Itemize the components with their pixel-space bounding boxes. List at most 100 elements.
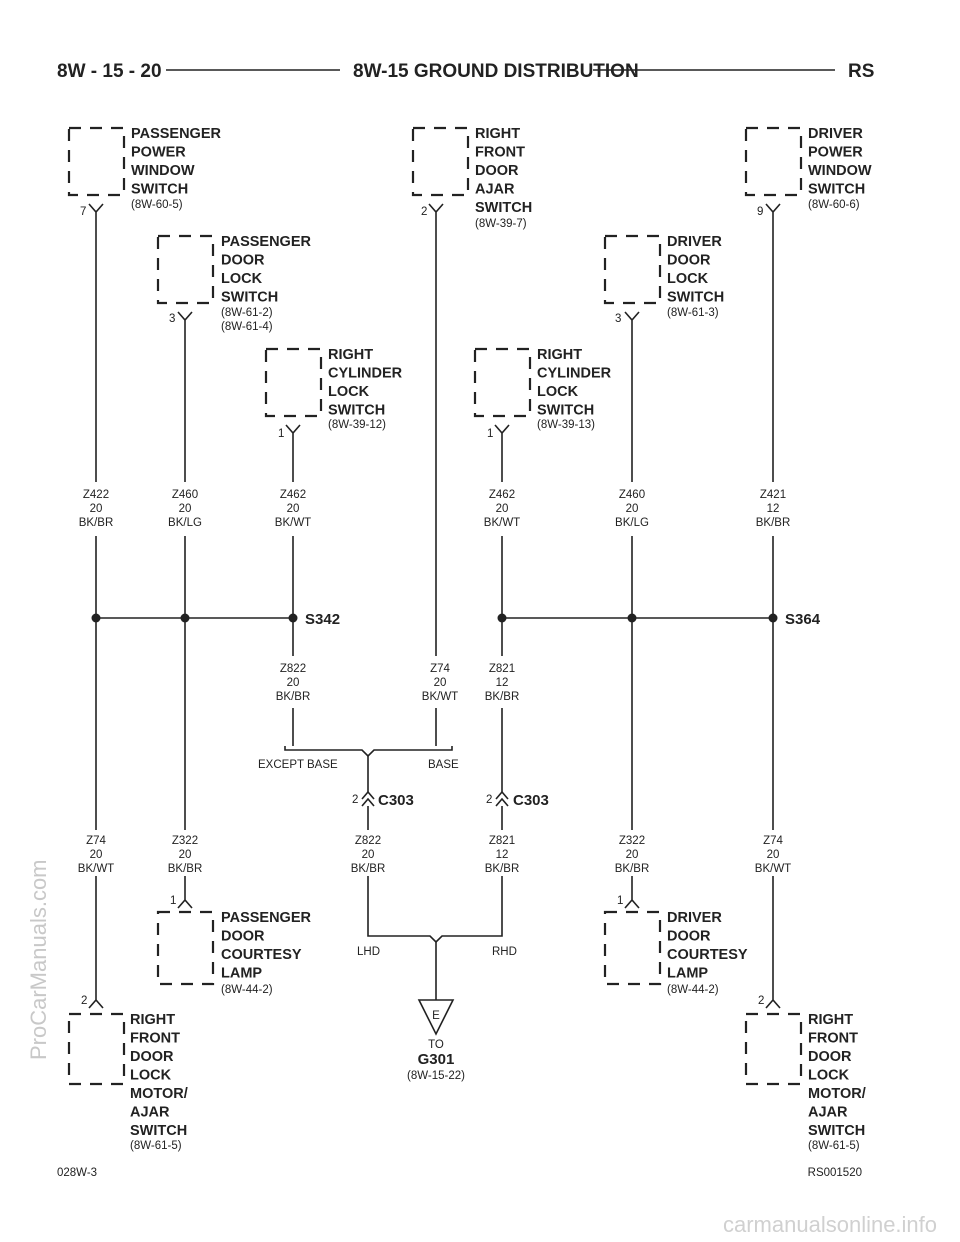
right-front-door-ajar-switch: RIGHT FRONT DOOR AJAR SWITCH (8W-39-7) xyxy=(411,126,532,230)
pin-terminals-bottom: 1 1 2 2 xyxy=(81,886,781,1009)
connector-symbol xyxy=(495,790,509,830)
splice-dot xyxy=(180,613,190,623)
splice-dots xyxy=(91,613,778,623)
component-box xyxy=(411,126,470,197)
component-label: RIGHT FRONT DOOR LOCK MOTOR/ AJAR SWITCH xyxy=(130,1012,192,1139)
component-label: RIGHT FRONT DOOR AJAR SWITCH xyxy=(475,126,532,216)
component-ref: (8W-44-2) xyxy=(221,984,273,996)
right-cylinder-lock-switch-right: RIGHT CYLINDER LOCK SWITCH (8W-39-13) xyxy=(473,347,615,431)
pin-number: 1 xyxy=(617,895,623,907)
footer-left-code: 028W-3 xyxy=(57,1167,97,1179)
pin-number: 9 xyxy=(757,206,763,218)
component-ref: (8W-61-4) xyxy=(221,321,273,333)
bottom-watermark: carmanualsonline.info xyxy=(723,1212,937,1237)
component-ref: (8W-39-7) xyxy=(475,218,527,230)
option-label-base: BASE xyxy=(428,759,459,771)
component-label: RIGHT CYLINDER LOCK SWITCH xyxy=(328,347,406,419)
pin-terminal xyxy=(88,203,104,226)
right-front-door-lock-motor-right: RIGHT FRONT DOOR LOCK MOTOR/ AJAR SWITCH… xyxy=(744,1012,870,1152)
pin-number: 3 xyxy=(169,313,175,325)
ground-triangle-icon xyxy=(417,999,455,1036)
pin-terminal xyxy=(624,311,640,334)
pin-terminal xyxy=(624,886,640,909)
ground-name: G301 xyxy=(418,1051,455,1068)
side-watermark: ProCarManuals.com xyxy=(26,859,51,1060)
splice-dot xyxy=(91,613,101,623)
splice-dot xyxy=(627,613,637,623)
component-box xyxy=(156,234,215,305)
footer-right-code: RS001520 xyxy=(808,1167,862,1179)
component-ref: (8W-61-3) xyxy=(667,307,719,319)
component-ref: (8W-60-6) xyxy=(808,199,860,211)
component-ref: (8W-60-5) xyxy=(131,199,183,211)
component-label: DRIVER POWER WINDOW SWITCH xyxy=(808,126,876,198)
passenger-power-window-switch: PASSENGER POWER WINDOW SWITCH (8W-60-5) xyxy=(67,126,222,211)
component-label: RIGHT FRONT DOOR LOCK MOTOR/ AJAR SWITCH xyxy=(808,1012,870,1139)
pin-terminal xyxy=(428,203,444,226)
connector-label: C303 xyxy=(378,792,414,809)
wires xyxy=(95,226,774,1000)
splice-label-s364: S364 xyxy=(785,611,821,628)
pin-terminal xyxy=(765,986,781,1009)
component-box xyxy=(67,1012,126,1086)
ground-to: TO xyxy=(428,1039,444,1051)
pin-number: 2 xyxy=(758,995,764,1007)
component-box xyxy=(744,1012,803,1086)
component-box xyxy=(473,347,532,418)
splice-dot xyxy=(768,613,778,623)
driver-power-window-switch: DRIVER POWER WINDOW SWITCH (8W-60-6) xyxy=(744,126,876,211)
passenger-door-courtesy-lamp: PASSENGER DOOR COURTESY LAMP (8W-44-2) xyxy=(156,910,312,996)
driver-door-courtesy-lamp: DRIVER DOOR COURTESY LAMP (8W-44-2) xyxy=(603,910,751,996)
pin-number: 2 xyxy=(81,995,87,1007)
ground-symbol: E xyxy=(432,1010,440,1022)
ground-ref: (8W-15-22) xyxy=(407,1070,465,1082)
component-ref: (8W-61-2) xyxy=(221,307,273,319)
pin-number: 3 xyxy=(615,313,621,325)
driver-door-lock-switch: DRIVER DOOR LOCK SWITCH (8W-61-3) xyxy=(603,234,724,319)
component-box xyxy=(603,910,662,986)
component-label: RIGHT CYLINDER LOCK SWITCH xyxy=(537,347,615,419)
pin-terminal xyxy=(285,424,301,447)
connector-c303-left: 2 C303 xyxy=(352,790,414,830)
component-ref: (8W-39-12) xyxy=(328,419,386,431)
component-box xyxy=(603,234,662,305)
component-ref: (8W-61-5) xyxy=(808,1140,860,1152)
right-cylinder-lock-switch-left: RIGHT CYLINDER LOCK SWITCH (8W-39-12) xyxy=(264,347,406,431)
connector-pin: 2 xyxy=(352,794,358,806)
component-label: DRIVER DOOR COURTESY LAMP xyxy=(667,910,751,982)
component-box xyxy=(156,910,215,986)
pin-number: 1 xyxy=(170,895,176,907)
connector-pin: 2 xyxy=(486,794,492,806)
connector-label: C303 xyxy=(513,792,549,809)
page-header: 8W - 15 - 20 8W-15 GROUND DISTRIBUTION R… xyxy=(57,61,874,82)
pin-terminal xyxy=(765,203,781,226)
passenger-door-lock-switch: PASSENGER DOOR LOCK SWITCH (8W-61-2) (8W… xyxy=(156,234,312,333)
option-bracket-drive xyxy=(367,932,503,944)
ground-g301: E TO G301 (8W-15-22) xyxy=(407,999,465,1082)
component-ref: (8W-61-5) xyxy=(130,1140,182,1152)
pin-terminal xyxy=(494,424,510,447)
pin-number: 1 xyxy=(487,428,493,440)
component-box xyxy=(264,347,323,418)
option-label-except-base: EXCEPT BASE xyxy=(258,759,338,771)
right-front-door-lock-motor-left: RIGHT FRONT DOOR LOCK MOTOR/ AJAR SWITCH… xyxy=(67,1012,192,1152)
pin-terminals-top: 7 3 1 2 1 3 9 xyxy=(80,203,781,447)
connector-c303-right: 2 C303 xyxy=(486,790,549,830)
component-box xyxy=(67,126,126,197)
